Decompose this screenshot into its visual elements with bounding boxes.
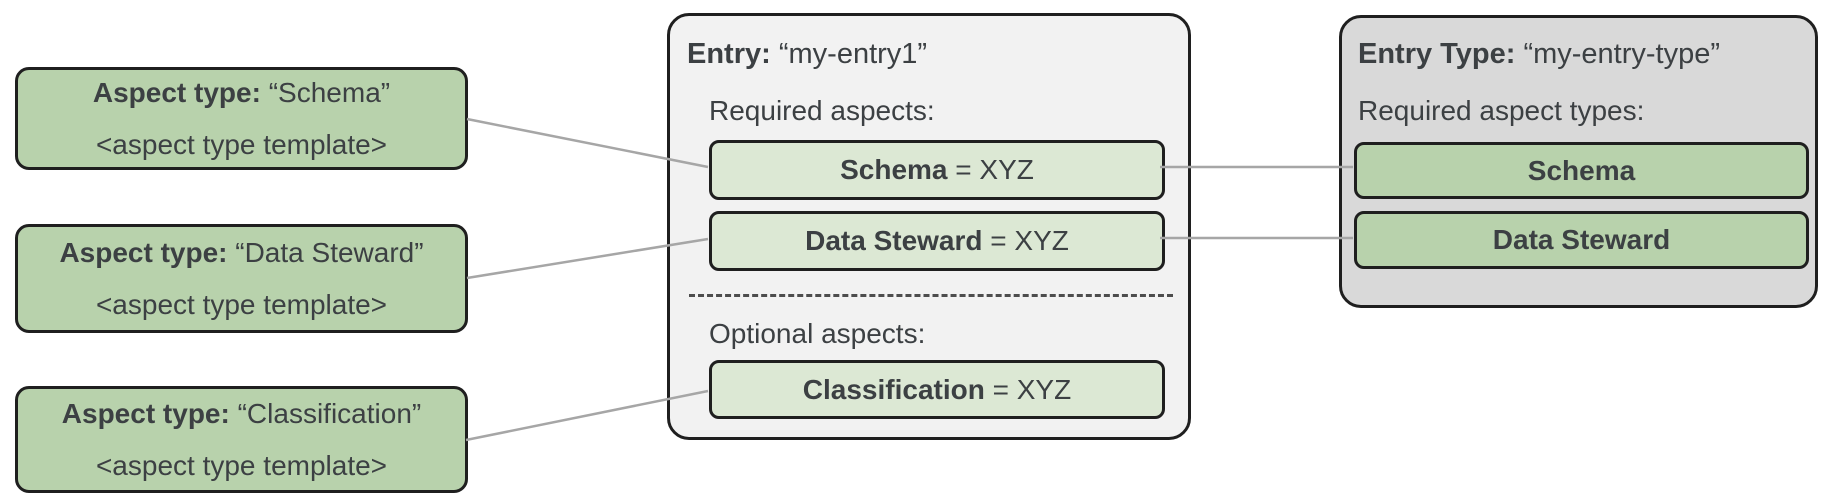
aspect-type-template: <aspect type template> [95,449,388,481]
entry-aspect-name: Data Steward [805,225,983,256]
entry-type-aspect-name: Schema [1527,154,1636,186]
entry-aspect-name: Classification [802,373,985,405]
entry-aspect-value: = XYZ [947,154,1034,185]
aspect-type-box-schema: Aspect type: “Schema” <aspect type templ… [15,67,468,170]
entry-type-title-name: “my-entry-type” [1523,38,1721,70]
aspect-type-title: Aspect type: “Schema” [93,76,390,110]
aspect-type-box-classification: Aspect type: “Classification” <aspect ty… [15,386,468,493]
entry-title-name: “my-entry1” [778,38,928,70]
entry-aspect-text: Data Steward = XYZ [805,225,1069,257]
entry-aspect-name: Schema [840,154,948,185]
entry-aspect-data-steward: Data Steward = XYZ [709,211,1165,271]
entry-type-aspect-data-steward: Data Steward [1354,211,1809,269]
entry-aspect-text: Schema = XYZ [840,154,1034,186]
entry-type-box: Entry Type: “my-entry-type” Required asp… [1339,15,1818,308]
entry-type-title-label: Entry Type: [1358,38,1516,70]
aspect-type-label: Aspect type: [61,397,230,429]
entry-box: Entry: “my-entry1” Required aspects: Sch… [667,13,1191,440]
aspect-type-template: <aspect type template> [95,288,388,320]
required-optional-divider [689,294,1173,297]
aspect-type-name: “Classification” [237,397,422,429]
entry-title-label: Entry: [687,38,771,70]
required-aspect-types-label: Required aspect types: [1358,95,1645,126]
aspect-type-template: <aspect type template> [95,128,388,160]
entry-type-aspect-name: Data Steward [1492,224,1671,255]
aspect-type-label: Aspect type: [92,76,261,108]
entry-type-title: Entry Type: “my-entry-type” [1358,36,1720,72]
aspect-type-box-data-steward: Aspect type: “Data Steward” <aspect type… [15,224,468,333]
entry-aspect-value: = XYZ [982,225,1069,256]
aspect-type-title: Aspect type: “Data Steward” [59,236,423,270]
entry-aspect-value: = XYZ [984,373,1072,405]
aspect-type-title: Aspect type: “Classification” [62,397,421,431]
entry-aspect-text: Classification = XYZ [803,374,1071,406]
aspect-type-label: Aspect type: [59,236,228,268]
aspect-type-name: “Data Steward” [235,236,424,268]
optional-aspects-label: Optional aspects: [709,318,926,349]
entry-type-aspect-schema: Schema [1354,142,1809,199]
entry-title: Entry: “my-entry1” [687,36,927,72]
required-aspects-label: Required aspects: [709,95,935,126]
entry-aspect-schema: Schema = XYZ [709,140,1165,200]
entry-aspect-classification: Classification = XYZ [709,360,1165,419]
aspect-type-name: “Schema” [268,76,391,108]
